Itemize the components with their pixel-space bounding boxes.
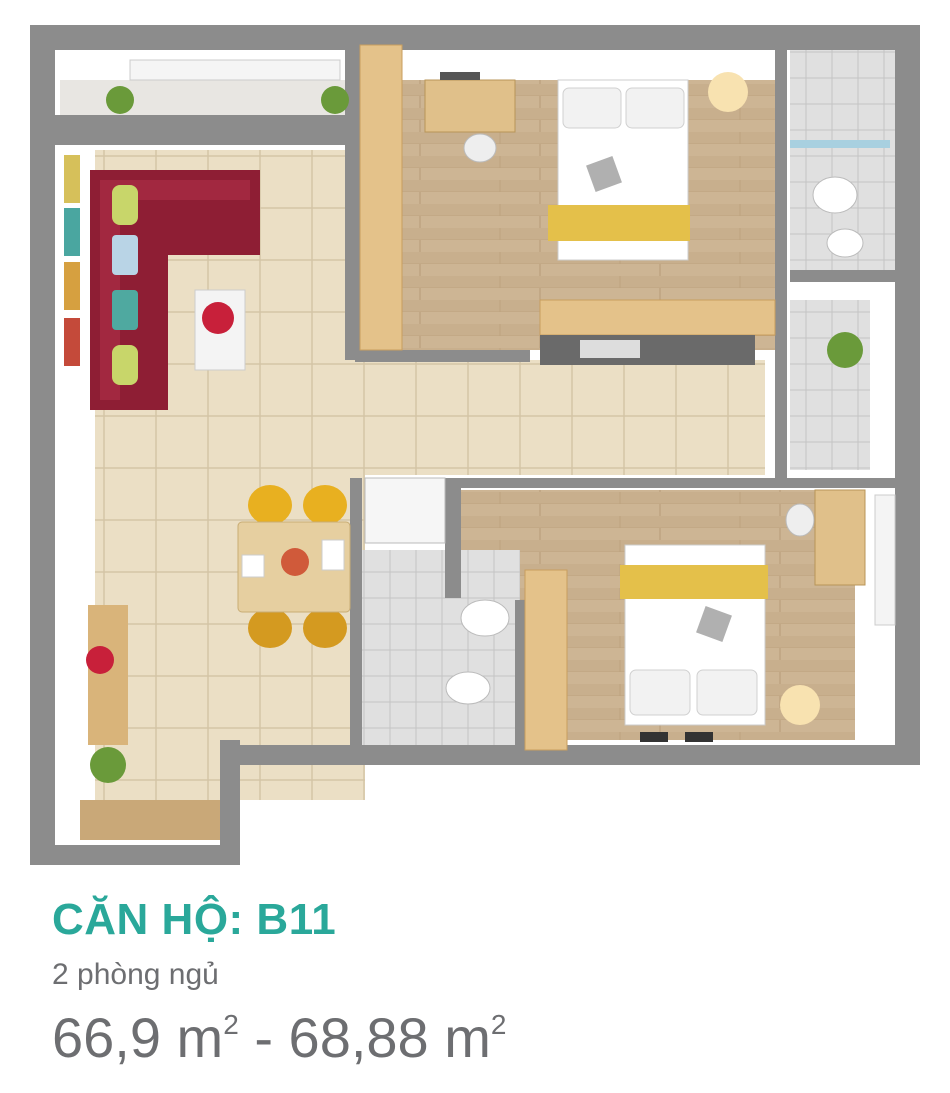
bedroom-count: 2 phòng ngủ — [52, 958, 219, 991]
walls — [30, 25, 920, 865]
railing-top — [129, 59, 341, 81]
toilet-icon — [460, 599, 510, 637]
area-separator: - — [238, 1006, 289, 1069]
balcony-top-floor — [60, 80, 350, 120]
bed-2 — [620, 544, 768, 726]
flower-icon — [86, 646, 114, 674]
laundry-floor — [790, 300, 870, 470]
washer — [364, 477, 446, 544]
area-max: 68,88 m — [288, 1006, 491, 1069]
dining-set — [237, 485, 351, 648]
floor-plan — [30, 25, 920, 865]
apartment-area: 66,9 m2 - 68,88 m2 — [52, 1005, 506, 1070]
area-unit-sup: 2 — [490, 1009, 507, 1040]
chair — [785, 503, 815, 537]
desk-2 — [814, 489, 866, 586]
toilet-icon — [812, 176, 858, 214]
cabinet — [88, 605, 128, 745]
plant-icon — [90, 747, 126, 783]
sofa — [90, 170, 260, 410]
plant-icon — [321, 86, 349, 114]
kitchen-base — [540, 335, 755, 365]
plant-icon — [106, 86, 134, 114]
bed-1 — [548, 79, 690, 261]
area-unit-sup: 2 — [223, 1009, 239, 1040]
monitor-icon — [440, 72, 480, 80]
rug-icon — [640, 732, 668, 742]
kitchen-counter — [539, 299, 776, 336]
balcony-bottom-floor — [80, 800, 220, 840]
plant-icon — [827, 332, 863, 368]
sink-icon — [580, 340, 640, 358]
lamp-icon — [780, 685, 820, 725]
wardrobe-1 — [359, 44, 403, 351]
basin-icon — [445, 671, 491, 705]
lamp-icon — [708, 72, 748, 112]
window-2 — [874, 494, 896, 626]
basin-icon — [826, 228, 864, 258]
chair — [463, 133, 497, 163]
rug-icon — [685, 732, 713, 742]
wardrobe-2 — [524, 569, 568, 751]
flower-icon — [202, 302, 234, 334]
wall-frames — [64, 155, 80, 366]
bathroom-2-floor — [360, 550, 520, 745]
apartment-title: CĂN HỘ: B11 — [52, 895, 337, 944]
corridor-floor — [95, 360, 765, 475]
shower-glass — [790, 140, 890, 148]
area-min: 66,9 m — [52, 1006, 224, 1069]
desk-1 — [424, 79, 516, 133]
